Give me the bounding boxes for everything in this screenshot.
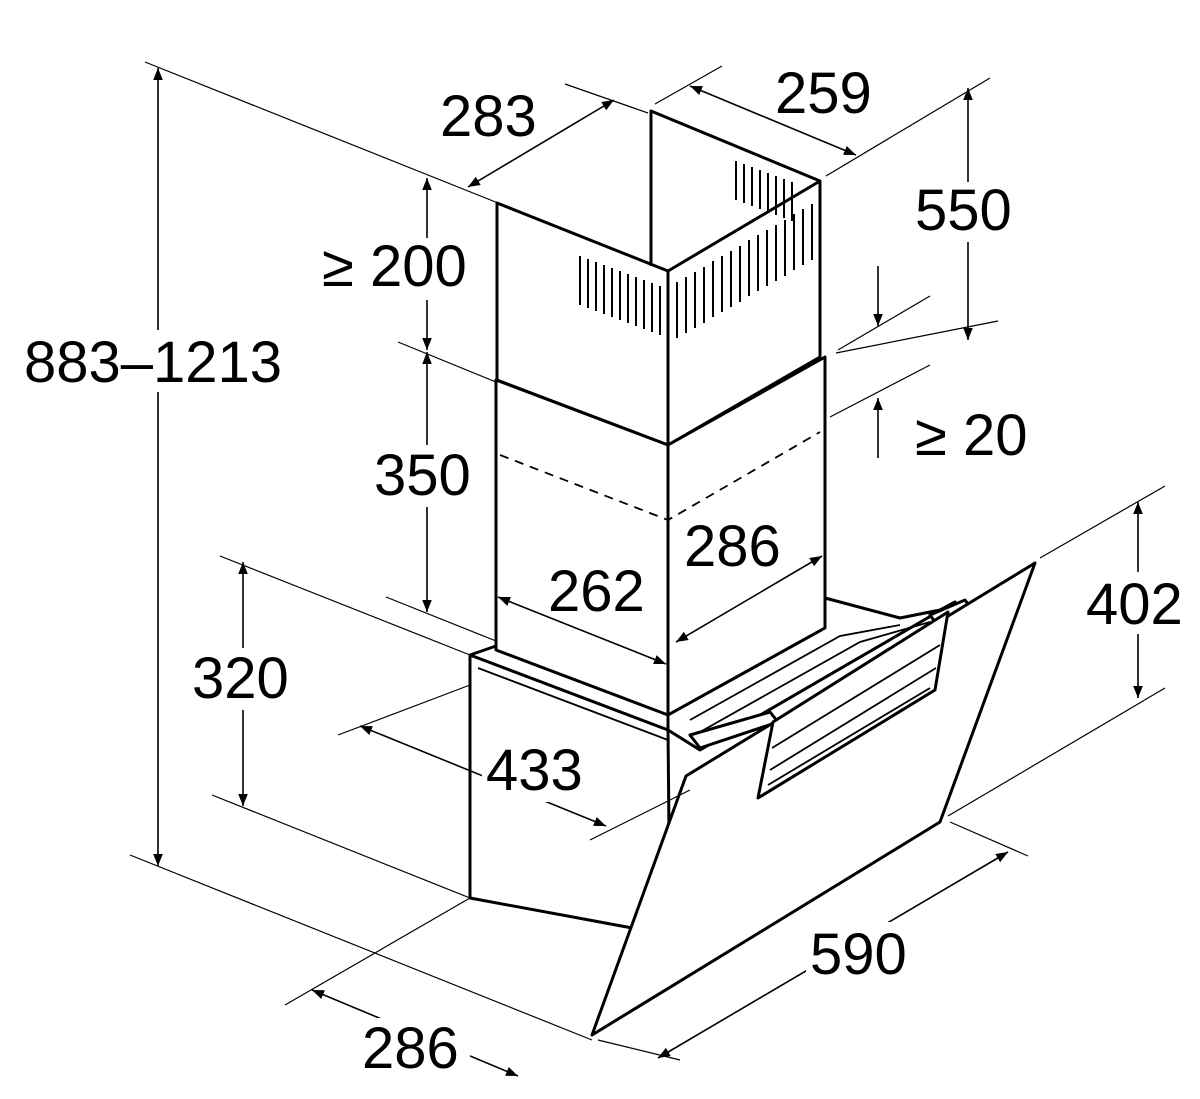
dim-line-283: [467, 99, 615, 188]
upper-chimney-back-edge: [649, 109, 821, 266]
label-overlap-20: ≥ 20: [915, 403, 1027, 468]
dimension-labels: 883–1213 283 259 ≥ 200 550 ≥ 20 350 286 …: [12, 61, 1196, 1081]
label-350: 350: [374, 443, 471, 508]
label-259: 259: [775, 61, 872, 126]
body-inner-edge: [477, 667, 669, 741]
label-283: 283: [440, 84, 537, 149]
label-320: 320: [192, 646, 289, 711]
label-286-base: 286: [362, 1016, 459, 1081]
label-590: 590: [810, 922, 907, 987]
dim-line-286-chimney: [675, 555, 823, 643]
vent-slots: [579, 161, 813, 338]
label-262: 262: [548, 559, 645, 624]
label-550: 550: [915, 178, 1012, 243]
air-intake-channel: [756, 610, 950, 800]
dim-line-259: [689, 85, 857, 156]
hidden-overlap-edge: [499, 431, 821, 521]
upper-chimney-right-panel: [666, 179, 822, 447]
label-402: 402: [1086, 572, 1183, 637]
dim-line-262: [497, 596, 667, 665]
label-total-height: 883–1213: [24, 330, 282, 395]
body-top-edge: [469, 644, 497, 657]
label-clearance-200: ≥ 200: [322, 234, 467, 299]
label-433: 433: [486, 738, 583, 803]
label-286-chimney: 286: [684, 514, 781, 579]
